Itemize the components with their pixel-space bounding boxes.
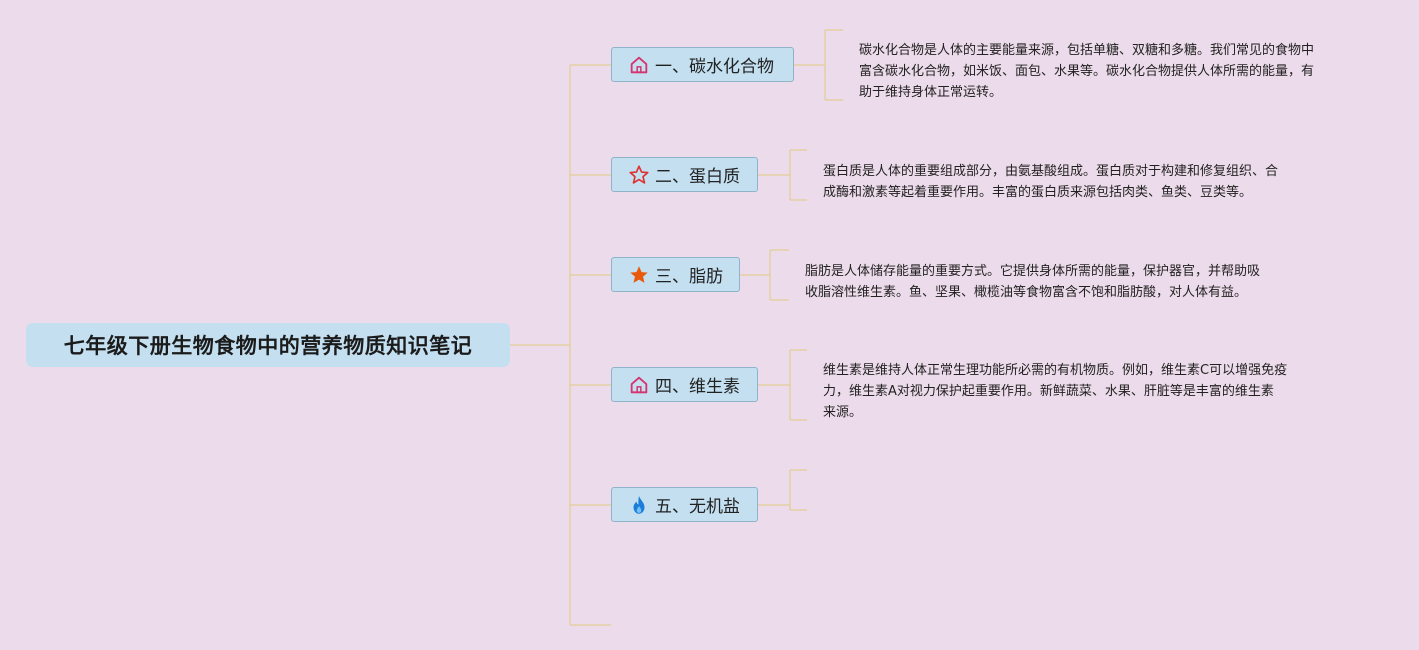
note-bracket xyxy=(740,249,789,301)
topic-note: 脂肪是人体储存能量的重要方式。它提供身体所需的能量，保护器官，并帮助吸 收脂溶性… xyxy=(805,261,1325,303)
topic-node-fat[interactable]: 三、脂肪 xyxy=(611,257,740,292)
topic-note: 维生素是维持人体正常生理功能所必需的有机物质。例如，维生素C可以增强免疫 力，维… xyxy=(823,360,1343,423)
topic-note: 蛋白质是人体的重要组成部分，由氨基酸组成。蛋白质对于构建和修复组织、合 成酶和激… xyxy=(823,161,1343,203)
note-line: 成酶和激素等起着重要作用。丰富的蛋白质来源包括肉类、鱼类、豆类等。 xyxy=(823,185,1253,200)
note-line: 碳水化合物是人体的主要能量来源，包括单糖、双糖和多糖。我们常见的食物中 xyxy=(859,43,1315,58)
topic-label: 三、脂肪 xyxy=(655,267,723,287)
topic-node-carbohydrates[interactable]: 一、碳水化合物 xyxy=(611,47,794,82)
note-line: 力，维生素A对视力保护起重要作用。新鲜蔬菜、水果、肝脏等是丰富的维生素 xyxy=(823,384,1274,399)
note-line: 维生素是维持人体正常生理功能所必需的有机物质。例如，维生素C可以增强免疫 xyxy=(823,363,1288,378)
topic-label: 五、无机盐 xyxy=(655,497,740,517)
topic-node-minerals[interactable]: 五、无机盐 xyxy=(611,487,758,522)
note-line: 助于维持身体正常运转。 xyxy=(859,85,1003,100)
note-line: 收脂溶性维生素。鱼、坚果、橄榄油等食物富含不饱和脂肪酸，对人体有益。 xyxy=(805,285,1248,300)
topic-node-vitamins[interactable]: 四、维生素 xyxy=(611,367,758,402)
note-bracket xyxy=(758,349,807,421)
flame-icon xyxy=(628,494,650,516)
topic-note: 碳水化合物是人体的主要能量来源，包括单糖、双糖和多糖。我们常见的食物中 富含碳水… xyxy=(859,40,1379,103)
note-bracket xyxy=(794,29,843,101)
root-title: 七年级下册生物食物中的营养物质知识笔记 xyxy=(63,334,473,358)
topic-label: 四、维生素 xyxy=(655,377,740,397)
house-icon xyxy=(628,54,650,76)
topic-label: 二、蛋白质 xyxy=(655,167,740,187)
note-line: 脂肪是人体储存能量的重要方式。它提供身体所需的能量，保护器官，并帮助吸 xyxy=(805,264,1261,279)
topic-node-protein[interactable]: 二、蛋白质 xyxy=(611,157,758,192)
house-icon xyxy=(628,374,650,396)
note-line: 来源。 xyxy=(823,405,863,420)
note-line: 富含碳水化合物，如米饭、面包、水果等。碳水化合物提供人体所需的能量，有 xyxy=(859,64,1315,79)
root-node[interactable]: 七年级下册生物食物中的营养物质知识笔记 xyxy=(26,323,510,367)
note-line: 蛋白质是人体的重要组成部分，由氨基酸组成。蛋白质对于构建和修复组织、合 xyxy=(823,164,1279,179)
note-bracket xyxy=(758,469,807,511)
star-filled-icon xyxy=(628,264,650,286)
note-bracket xyxy=(758,149,807,201)
star-outline-icon xyxy=(628,164,650,186)
topic-label: 一、碳水化合物 xyxy=(655,57,774,77)
